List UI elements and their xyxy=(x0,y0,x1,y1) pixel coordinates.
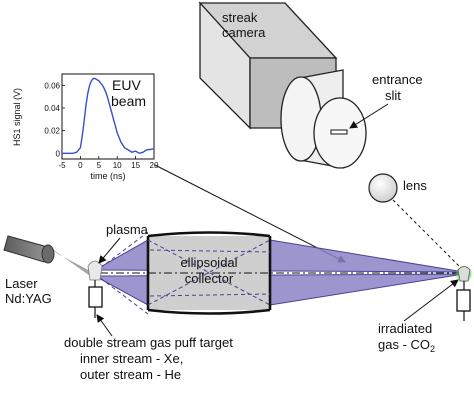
entrance-slit-label-line2: slit xyxy=(385,88,401,103)
x-axis-title: time (ns) xyxy=(90,171,125,181)
irradiated-leader xyxy=(403,279,459,322)
irradiated-gas-target: irradiated gas - CO2 xyxy=(378,265,473,354)
y-tick-label: 0.04 xyxy=(44,104,60,113)
plasma-glow xyxy=(87,260,103,281)
plasma-label: plasma xyxy=(106,222,149,237)
gas-formula-prefix: gas - CO xyxy=(378,337,430,352)
ray-cross-2 xyxy=(147,239,271,306)
ray-inner-lower xyxy=(149,293,271,297)
euv-beam-label-line2: beam xyxy=(111,93,146,109)
lens xyxy=(368,173,398,203)
gas-nozzle-tip xyxy=(457,266,471,282)
y-tick-label: 0.06 xyxy=(44,81,60,90)
x-tick-label: 20 xyxy=(150,161,159,170)
laser-label-line1: Laser xyxy=(5,276,38,291)
laser-beam xyxy=(44,243,92,276)
streak-camera: streak camera xyxy=(198,1,367,169)
lens-label: lens xyxy=(403,178,427,193)
irradiated-label-line2: gas - CO2 xyxy=(378,337,435,354)
irradiated-label-line1: irradiated xyxy=(378,321,432,336)
signal-series-line xyxy=(62,77,155,155)
streak-camera-label-line1: streak xyxy=(222,10,258,25)
collector-bottom-edge xyxy=(147,308,271,315)
target-label-line2: inner stream - Xe, xyxy=(80,351,183,366)
y-tick-label: 0 xyxy=(56,149,61,158)
ray-lines xyxy=(94,231,271,315)
y-axis-title: HS1 signal (V) xyxy=(12,88,22,146)
gas-formula-subscript: 2 xyxy=(430,344,435,354)
laser-nozzle-tip xyxy=(41,244,55,264)
plasma-leader xyxy=(98,237,121,264)
streak-camera-label-line2: camera xyxy=(222,25,266,40)
laser: Laser Nd:YAG xyxy=(3,235,92,306)
x-ticks: -5 0 5 10 15 20 xyxy=(58,156,159,170)
x-tick-label: 5 xyxy=(97,161,102,170)
target-label-line3: outer stream - He xyxy=(80,367,181,382)
inset-to-beam-arrow xyxy=(154,164,346,263)
entrance-slit-mark xyxy=(330,129,348,135)
entrance-slit-label-line1: entrance xyxy=(372,72,423,87)
gas-nozzle-body xyxy=(456,289,471,312)
nozzle-body xyxy=(88,286,103,308)
collector-label-line1: ellipsoidal xyxy=(180,255,237,270)
euv-beam-label-line1: EUV xyxy=(112,77,141,93)
x-tick-label: -5 xyxy=(58,161,66,170)
x-tick-label: 15 xyxy=(131,161,140,170)
plot-frame xyxy=(61,73,155,160)
target-label-line1: double stream gas puff target xyxy=(64,335,233,350)
lens-to-gas-dashed xyxy=(392,199,464,271)
y-tick-label: 0.02 xyxy=(44,127,60,136)
x-tick-label: 10 xyxy=(113,161,122,170)
laser-label-line2: Nd:YAG xyxy=(5,291,52,306)
ray-inner-upper xyxy=(149,249,271,253)
collector-top-edge xyxy=(147,231,271,238)
target-leader xyxy=(96,314,113,337)
x-tick-label: 0 xyxy=(78,161,83,170)
gas-puff-target: plasma double stream gas puff target inn… xyxy=(64,222,233,382)
inset-plot: -5 0 5 10 15 20 0 0.02 0.04 0.06 time (ns) HS1 s… xyxy=(12,73,159,181)
camera-tube-back xyxy=(280,76,322,162)
collector-label-line2: collector xyxy=(185,271,234,286)
entrance-slit-leader xyxy=(349,103,389,129)
